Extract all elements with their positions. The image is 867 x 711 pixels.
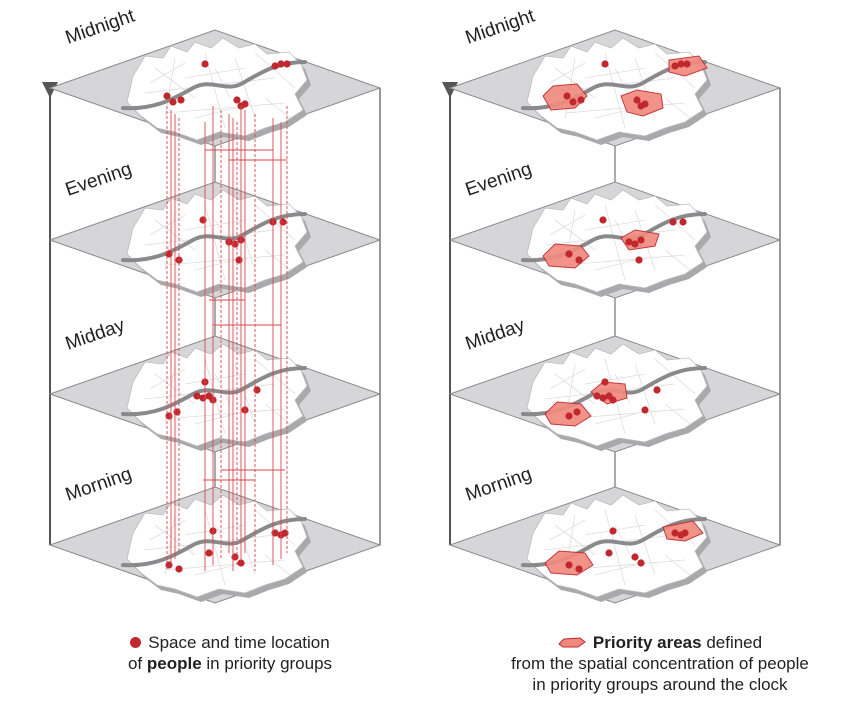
person-location (253, 386, 261, 394)
time-label-evening: Evening (463, 159, 535, 201)
priority-legend-bold: Priority areas (592, 633, 702, 652)
person-location (565, 250, 573, 258)
plane-midnight: Midnight (448, 5, 782, 147)
person-location (233, 96, 241, 104)
city-map (521, 37, 711, 145)
person-location (231, 240, 239, 248)
plane-midday: Midday (48, 315, 382, 453)
person-location (169, 98, 177, 106)
person-location (641, 406, 649, 414)
person-location (199, 216, 207, 224)
person-location (563, 92, 571, 100)
person-location (609, 527, 617, 535)
people-locations-stack: Morning Midday Evening Midnight (42, 5, 382, 604)
priority-legend: Priority areas defined from the spatial … (455, 632, 865, 695)
person-location (193, 392, 201, 400)
person-location (601, 60, 609, 68)
river (121, 517, 307, 568)
person-location (683, 60, 691, 68)
plane-midnight: Midnight (48, 5, 382, 147)
person-location (277, 60, 285, 68)
person-location (601, 378, 609, 386)
person-location (237, 559, 245, 567)
person-location (279, 218, 287, 226)
person-location (641, 100, 649, 108)
person-location (671, 62, 679, 70)
person-location (671, 529, 679, 537)
city-map (121, 37, 311, 145)
plane-morning: Morning (48, 464, 382, 604)
person-location (281, 529, 289, 537)
people-legend-bold: people (146, 654, 202, 673)
person-location (593, 392, 601, 400)
person-location (605, 549, 613, 557)
trajectories (166, 106, 288, 571)
priority-areas-stack: Morning Midday Evening Midnight (442, 5, 782, 604)
people-legend-prefix: of (127, 654, 147, 673)
person-location (681, 529, 689, 537)
person-location (205, 549, 213, 557)
person-location (637, 236, 645, 244)
person-location (569, 98, 577, 106)
person-location (271, 62, 279, 70)
person-location (631, 553, 639, 561)
person-location (573, 408, 581, 416)
person-location (599, 216, 607, 224)
person-location (669, 218, 677, 226)
river (121, 60, 307, 111)
person-location (633, 96, 641, 104)
person-location (201, 60, 209, 68)
plane-midday: Midday (448, 315, 782, 453)
person-location (637, 559, 645, 567)
person-location (283, 60, 291, 68)
person-location (565, 412, 573, 420)
person-location (609, 396, 617, 404)
priority-legend-suffix: defined (701, 633, 763, 652)
person-location (575, 256, 583, 264)
priority-legend-line2: from the spatial concentration of people (511, 654, 809, 673)
time-label-midnight: Midnight (463, 5, 538, 48)
red-dot-icon (130, 637, 142, 648)
person-location (577, 96, 585, 104)
person-location (165, 561, 173, 569)
priority-area-icon (558, 637, 586, 648)
person-location (177, 96, 185, 104)
person-location (165, 412, 173, 420)
city-map (521, 189, 711, 297)
person-location (653, 386, 661, 394)
person-location (599, 394, 607, 402)
time-label-morning: Morning (463, 464, 535, 506)
time-label-midday: Midday (63, 315, 128, 355)
person-location (175, 565, 183, 573)
people-legend-line1: Space and time location (148, 633, 330, 652)
person-location (631, 240, 639, 248)
person-location (625, 238, 633, 246)
person-location (165, 250, 173, 258)
plane-morning: Morning (448, 464, 782, 604)
person-location (575, 565, 583, 573)
person-location (635, 256, 643, 264)
person-location (677, 60, 685, 68)
time-label-midnight: Midnight (63, 5, 138, 48)
time-label-midday: Midday (463, 315, 528, 355)
people-legend: Space and time location of people in pri… (60, 632, 400, 674)
time-label-evening: Evening (63, 159, 135, 201)
time-label-morning: Morning (63, 464, 135, 506)
city-map (521, 343, 711, 451)
person-location (565, 561, 573, 569)
person-location (241, 100, 249, 108)
person-location (679, 218, 687, 226)
person-location (163, 92, 171, 100)
people-legend-suffix: in priority groups (201, 654, 333, 673)
person-location (173, 408, 181, 416)
person-location (235, 256, 243, 264)
river (121, 366, 307, 417)
priority-legend-line3: in priority groups around the clock (532, 675, 788, 694)
person-location (231, 553, 239, 561)
city-map (521, 494, 711, 602)
